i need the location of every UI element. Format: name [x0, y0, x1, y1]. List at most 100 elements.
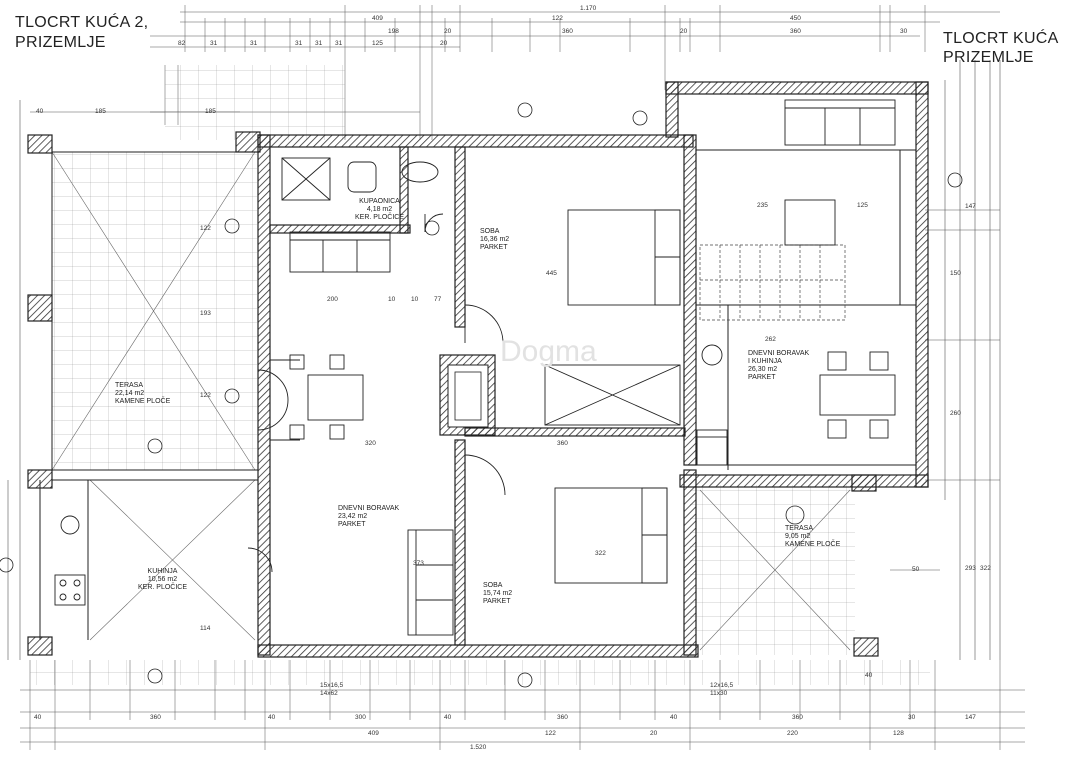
doors	[247, 304, 506, 573]
dim-stairs-top: 15x16,5	[320, 682, 344, 689]
right-terrace-grid	[690, 485, 855, 655]
room-name: SOBA	[483, 582, 503, 589]
dim-inner-10b: 10	[411, 296, 419, 303]
dim-right-150: 150	[950, 270, 961, 277]
room-floor: PARKET	[748, 374, 776, 381]
room-area: 9,05 m2	[785, 533, 811, 540]
dim-top3-6: 31	[315, 40, 323, 47]
dim-inner-322: 322	[595, 550, 606, 557]
dining-table	[289, 354, 364, 440]
dim-bottom2-3: 20	[650, 730, 658, 737]
dim-top3-8: 20	[440, 40, 448, 47]
dim-left-40: 40	[36, 108, 44, 115]
dim-bottom2-5: 128	[893, 730, 904, 737]
terrace-diagonals	[51, 151, 851, 651]
bathroom-fixtures	[281, 157, 444, 233]
markers	[0, 102, 963, 688]
dim-top3-5: 31	[335, 40, 343, 47]
room-floor: KER. PLOČICE	[355, 214, 405, 221]
room-kuhinja: KUHINJA 10,56 m2 KER. PLOČICE	[138, 568, 187, 592]
stairs	[699, 244, 846, 321]
dim-inner-320: 320	[365, 440, 376, 447]
thin-walls	[39, 149, 916, 640]
dim-top3-1: 82	[178, 40, 186, 47]
dim-top2-6: 30	[900, 28, 908, 35]
dim-bottom-2: 360	[150, 714, 161, 721]
dim-top2-1: 198	[388, 28, 399, 35]
dim-top2-3: 360	[562, 28, 573, 35]
dim-top3-2: 31	[210, 40, 218, 47]
dim-left-193: 193	[200, 310, 211, 317]
dim-bottom-3: 40	[268, 714, 276, 721]
dim-stairs-right: 12x16,5	[710, 682, 734, 689]
room-area: 22,14 m2	[115, 390, 145, 397]
dim-inner-235: 235	[757, 202, 768, 209]
room-area: 26,30 m2	[748, 366, 778, 373]
room-floor: PARKET	[480, 244, 508, 251]
dim-inner-373: 373	[413, 560, 424, 567]
dimension-lines-left	[7, 100, 21, 660]
room-soba-1: SOBA 16,36 m2 PARKET	[480, 228, 509, 252]
room-kupaonica: KUPAONICA 4,18 m2 KER. PLOČICE	[355, 198, 404, 222]
title-left-line1: TLOCRT KUĆA 2,	[15, 14, 149, 31]
dim-top-2: 122	[552, 15, 563, 22]
dim-top2-4: 20	[680, 28, 688, 35]
dim-inner-200: 200	[327, 296, 338, 303]
dim-left-114: 114	[200, 625, 211, 632]
dim-inner-125: 125	[857, 202, 868, 209]
dim-bottom-1: 40	[34, 714, 42, 721]
dim-bottom2-2: 122	[545, 730, 556, 737]
room-name: DNEVNI BORAVAK	[748, 350, 810, 357]
room-soba-2: SOBA 15,74 m2 PARKET	[483, 582, 512, 606]
dim-top-3: 450	[790, 15, 801, 22]
room-area: 4,18 m2	[366, 206, 393, 213]
beds	[544, 209, 681, 584]
dim-inner-262: 262	[765, 336, 776, 343]
dim-bottom-10: 147	[965, 714, 976, 721]
right-furniture	[54, 99, 896, 606]
room-name: KUHINJA	[147, 568, 178, 575]
dim-right-50: 50	[912, 566, 920, 573]
dim-top2-2: 20	[444, 28, 452, 35]
dim-right-260: 260	[950, 410, 961, 417]
dim-top3-4: 31	[295, 40, 303, 47]
dim-inner-445: 445	[546, 270, 557, 277]
dim-bottom-total: 1.520	[470, 744, 487, 751]
dimension-lines-right	[890, 60, 1001, 660]
room-name-2: I KUHINJA	[748, 358, 782, 365]
dim-inner-360: 360	[557, 440, 568, 447]
dim-inner-77: 77	[434, 296, 442, 303]
dim-bottom-8: 360	[792, 714, 803, 721]
room-floor: PARKET	[483, 598, 511, 605]
room-name: SOBA	[480, 228, 500, 235]
dim-bottom2-4: 220	[787, 730, 798, 737]
dim-top2-5: 360	[790, 28, 801, 35]
dim-top3-3: 31	[250, 40, 258, 47]
bottom-strip-grid	[30, 660, 930, 685]
dim-bottom-7: 40	[670, 714, 678, 721]
dim-left-185: 185	[205, 108, 216, 115]
dim-top-1: 409	[372, 15, 383, 22]
room-dnevni-boravak: DNEVNI BORAVAK 23,42 m2 PARKET	[338, 505, 399, 529]
dim-bottom-9: 30	[908, 714, 916, 721]
dim-right-147: 147	[965, 203, 976, 210]
room-floor: KER. PLOČICE	[138, 584, 188, 591]
room-name: DNEVNI BORAVAK	[338, 505, 400, 512]
dim-right-293: 293	[965, 565, 976, 572]
room-area: 15,74 m2	[483, 590, 513, 597]
room-name: TERASA	[785, 525, 814, 532]
dim-top-total: 1.170	[580, 5, 597, 12]
room-terasa-2: TERASA 9,05 m2 KAMENE PLOČE	[785, 525, 840, 549]
top-terrace-grid	[165, 65, 345, 140]
dim-inner-10a: 10	[388, 296, 396, 303]
dim-right-322: 322	[980, 565, 991, 572]
dim-bottom2-1: 409	[368, 730, 379, 737]
dim-right-40: 40	[865, 672, 873, 679]
room-floor: KAMENE PLOČE	[785, 541, 841, 548]
dim-bottom-6: 360	[557, 714, 568, 721]
room-area: 23,42 m2	[338, 513, 368, 520]
room-area: 16,36 m2	[480, 236, 510, 243]
room-floor: PARKET	[338, 521, 366, 528]
room-terasa: TERASA 22,14 m2 KAMENE PLOČE	[115, 382, 170, 406]
